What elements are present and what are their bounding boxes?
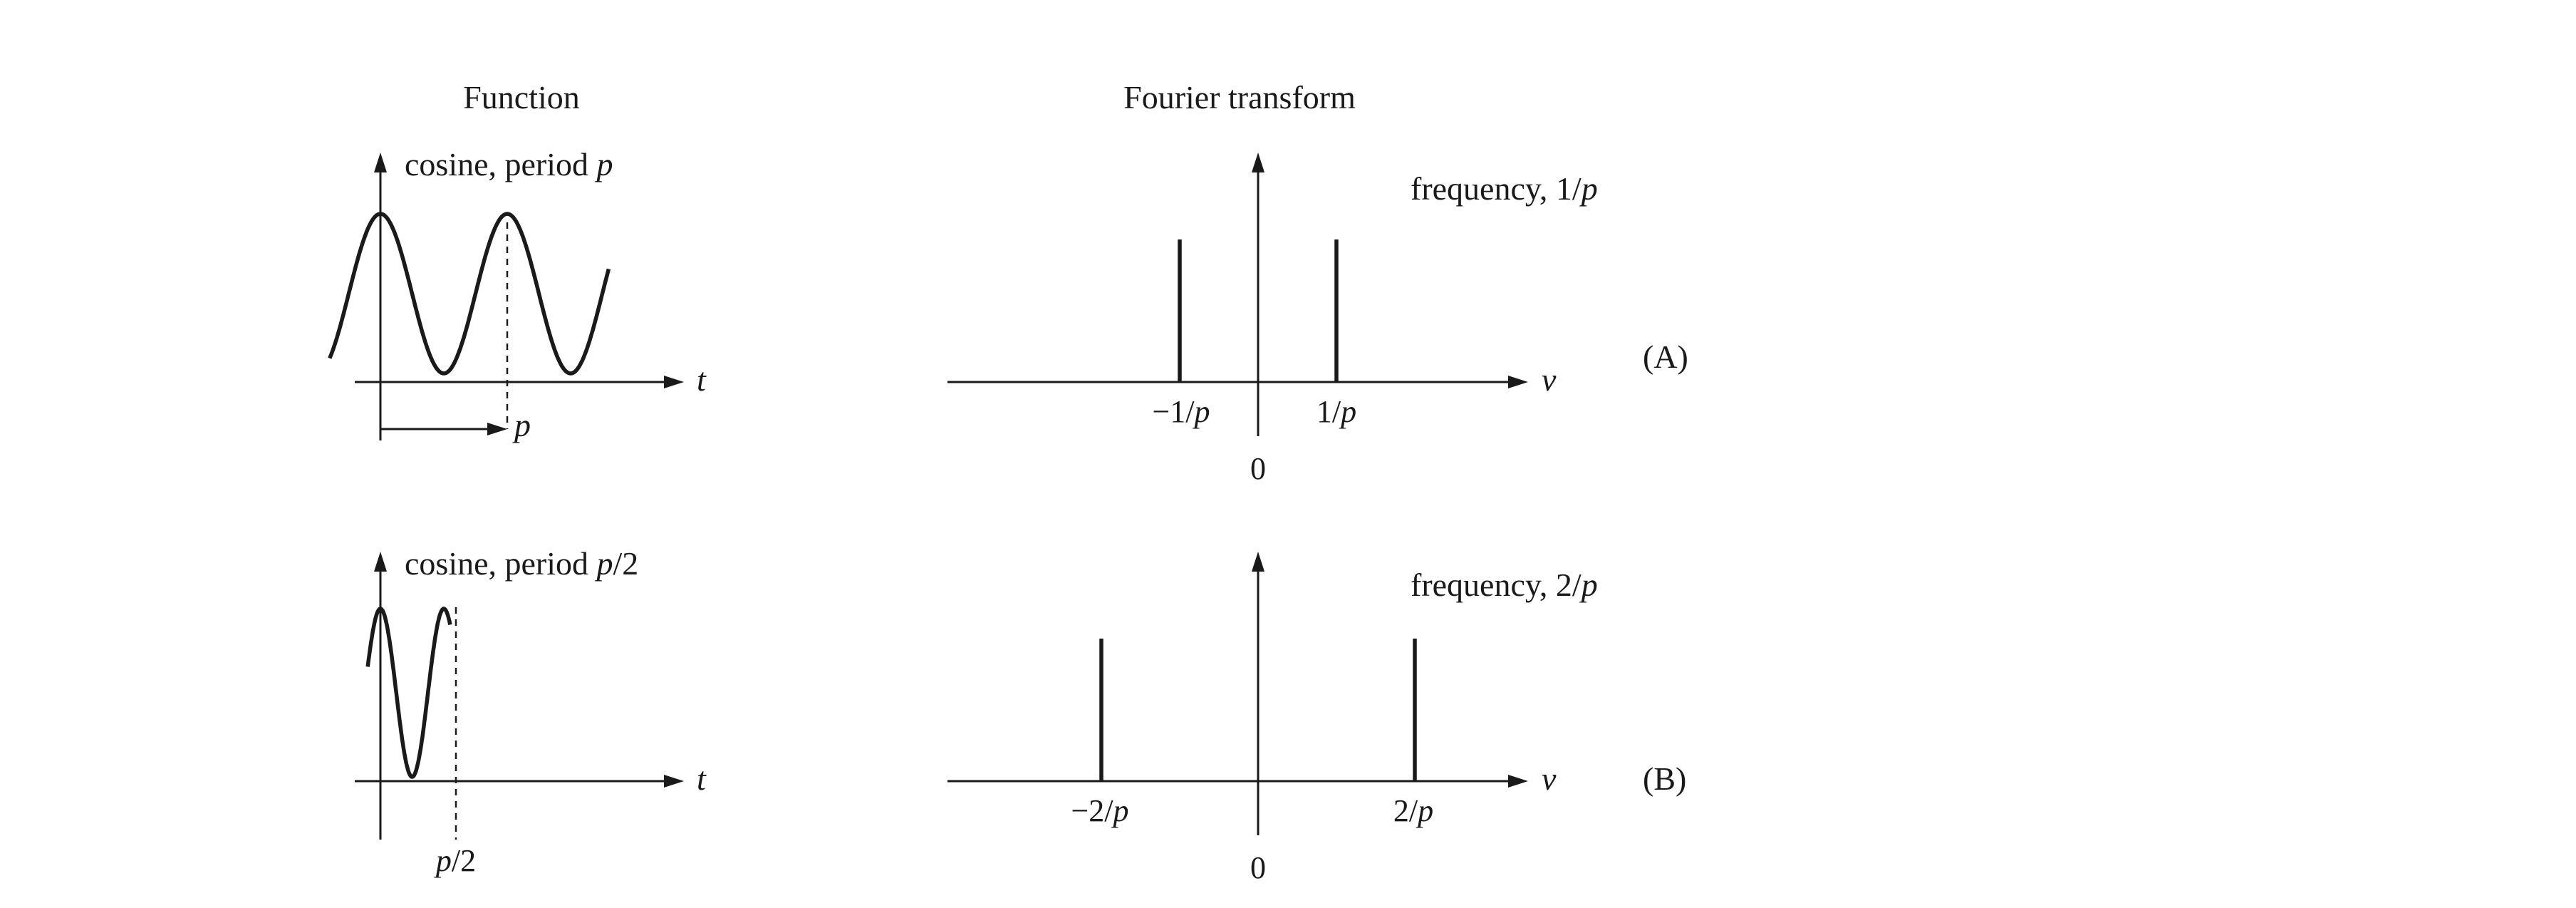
row-b-t-axis-label: t <box>697 760 707 797</box>
row-a-signal-y-arrow <box>374 153 387 172</box>
header-fourier-transform: Fourier transform <box>1123 79 1356 115</box>
row-a-cosine-curve <box>328 212 611 376</box>
row-a-tag: (A) <box>1643 339 1688 375</box>
row-b-nu-axis-label: ν <box>1542 760 1557 797</box>
row-b-neg-tick-label: −2/p <box>1071 793 1128 828</box>
row-a-transform-y-arrow <box>1252 153 1264 172</box>
row-a-nu-axis-label: ν <box>1542 361 1557 398</box>
row-a-signal-label: cosine, period p <box>405 146 613 182</box>
row-b-signal-y-arrow <box>374 552 387 572</box>
row-a-pos-tick-label: 1/p <box>1316 394 1356 429</box>
row-b-origin-label: 0 <box>1250 850 1266 885</box>
row-a-transform-panel: frequency, 1/p ν −1/p 1/p 0 (A) <box>947 153 1688 486</box>
row-b-transform-y-arrow <box>1252 552 1264 572</box>
row-b-frequency-label: frequency, 2/p <box>1411 567 1598 603</box>
row-b-nu-arrow <box>1508 775 1528 788</box>
row-b-signal-panel: cosine, period p/2 t p/2 <box>355 545 707 878</box>
row-b-period-label: p/2 <box>434 843 476 878</box>
row-a-origin-label: 0 <box>1250 451 1266 486</box>
row-a-signal-panel: cosine, period p t p <box>328 146 707 443</box>
row-b-cosine-curve <box>365 607 452 779</box>
row-a-frequency-label: frequency, 1/p <box>1411 170 1598 207</box>
row-a-neg-tick-label: −1/p <box>1152 394 1210 429</box>
row-a-t-axis-label: t <box>697 361 707 398</box>
header-function: Function <box>463 79 580 115</box>
row-b-signal-label: cosine, period p/2 <box>405 545 638 582</box>
row-a-nu-arrow <box>1508 376 1528 388</box>
row-a-signal-t-arrow <box>664 376 684 388</box>
row-b-signal-t-arrow <box>664 775 684 788</box>
row-a-period-label: p <box>512 407 531 443</box>
row-b-tag: (B) <box>1643 760 1686 797</box>
row-a-period-arrowhead <box>487 423 507 435</box>
row-b-pos-tick-label: 2/p <box>1393 793 1433 828</box>
row-b-transform-panel: frequency, 2/p ν −2/p 2/p 0 (B) <box>947 552 1686 885</box>
